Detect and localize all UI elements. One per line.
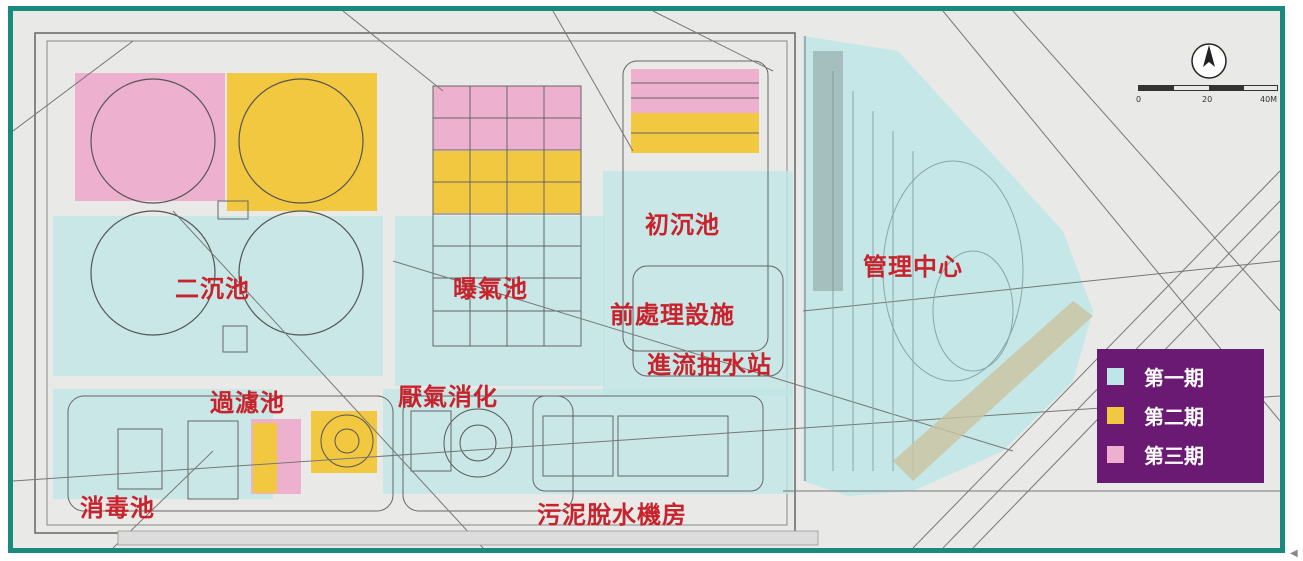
clarifier-circle — [238, 210, 364, 336]
label-pretreatment: 前處理設施 — [610, 300, 735, 329]
zone-phase2-clarifier — [227, 73, 377, 211]
zone-phase1-clarifiers — [53, 216, 383, 376]
scale-tick: 0 — [1136, 95, 1142, 104]
building-outlines — [67, 200, 784, 512]
primary-clarifier-tanks — [622, 60, 769, 352]
site-plan-map — [13, 11, 1280, 548]
label-aeration-tank: 曝氣池 — [453, 274, 528, 303]
aeration-grid — [432, 85, 582, 347]
label-secondary-clarifier: 二沉池 — [175, 274, 250, 303]
label-filtration-tank: 過濾池 — [210, 388, 285, 417]
label-management-center: 管理中心 — [863, 252, 963, 281]
legend-item-phase1: 第一期 — [1107, 361, 1204, 391]
legend-label: 第一期 — [1144, 365, 1204, 390]
clarifier-circle — [238, 78, 364, 204]
label-disinfection-tank: 消毒池 — [80, 493, 155, 522]
phase-legend: 第一期 第二期 第三期 — [1097, 349, 1264, 483]
management-building — [813, 51, 843, 291]
legend-label: 第三期 — [1144, 443, 1204, 468]
north-arrow-icon — [1189, 41, 1229, 81]
legend-label: 第二期 — [1144, 404, 1204, 429]
management-center-detail — [832, 71, 1024, 471]
south-strip — [117, 530, 819, 546]
legend-swatch — [1107, 445, 1124, 463]
legend-swatch — [1107, 367, 1124, 385]
scale-bar: 0 20 40M — [1136, 85, 1278, 109]
digester-circle — [459, 424, 497, 462]
label-influent-pump-station: 進流抽水站 — [647, 350, 772, 379]
digester-circle — [443, 408, 513, 478]
digester-circle — [334, 428, 360, 454]
scale-tick: 20 — [1202, 95, 1213, 104]
scale-tick: 40M — [1260, 95, 1278, 104]
clarifier-circle — [90, 78, 216, 204]
label-anaerobic-digestion: 厭氣消化 — [398, 382, 498, 411]
legend-swatch — [1107, 406, 1124, 424]
parking-strip — [893, 301, 1093, 481]
zone-phase1-pretreatment — [603, 171, 793, 396]
digester-circle — [320, 414, 374, 468]
legend-item-phase2: 第二期 — [1107, 400, 1204, 430]
zone-phase1-disinfection — [53, 389, 273, 499]
label-primary-clarifier: 初沉池 — [645, 210, 720, 239]
zone-phase2-filter — [253, 423, 277, 493]
zone-phase3-clarifier — [75, 73, 225, 201]
legend-item-phase3: 第三期 — [1107, 439, 1204, 469]
site-plan-frame: 二沉池 曝氣池 初沉池 前處理設施 進流抽水站 管理中心 過濾池 厭氣消化 消毒… — [8, 6, 1285, 553]
corner-arrow-icon: ◀ — [1290, 548, 1298, 559]
zone-phase1-aeration — [395, 216, 605, 386]
clarifier-circle — [90, 210, 216, 336]
zone-phase3-primary — [631, 69, 759, 113]
label-sludge-dewatering: 污泥脫水機房 — [537, 500, 687, 529]
